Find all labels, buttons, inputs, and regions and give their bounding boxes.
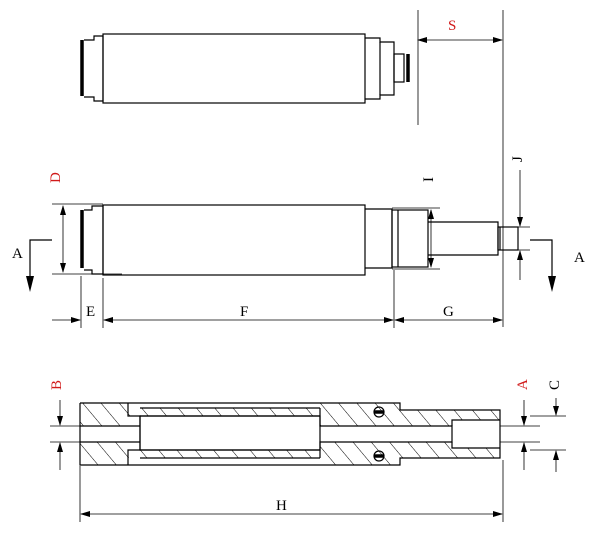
mid-main-body — [102, 204, 366, 276]
section-view: B A C H — [49, 379, 566, 522]
label-i: I — [421, 177, 437, 182]
label-e: E — [86, 304, 95, 320]
section-marker-right — [530, 239, 553, 288]
label-d: D — [48, 172, 64, 183]
section-marker-left — [29, 239, 52, 288]
label-h: H — [276, 498, 287, 514]
label-j: J — [510, 156, 526, 162]
mid-shaft-end — [497, 226, 519, 251]
label-a-dim: A — [515, 379, 531, 390]
top-left-collar — [84, 35, 104, 102]
mid-shaft — [428, 221, 499, 256]
top-shaft — [393, 53, 405, 83]
label-f: F — [240, 304, 248, 320]
middle-view: D I J A A — [12, 156, 585, 328]
top-main-body — [102, 33, 366, 104]
label-c: C — [547, 380, 563, 390]
label-b: B — [49, 380, 65, 390]
top-view: S — [80, 10, 503, 125]
mid-right-collar — [365, 208, 393, 269]
inner-rod — [139, 415, 321, 451]
label-g: G — [443, 304, 454, 320]
label-a-section-right: A — [574, 250, 585, 266]
hatched-walls — [80, 403, 500, 465]
label-s: S — [448, 18, 456, 34]
section-outline — [79, 402, 501, 466]
label-a-section-left: A — [12, 246, 23, 262]
mid-left-collar — [84, 205, 104, 275]
